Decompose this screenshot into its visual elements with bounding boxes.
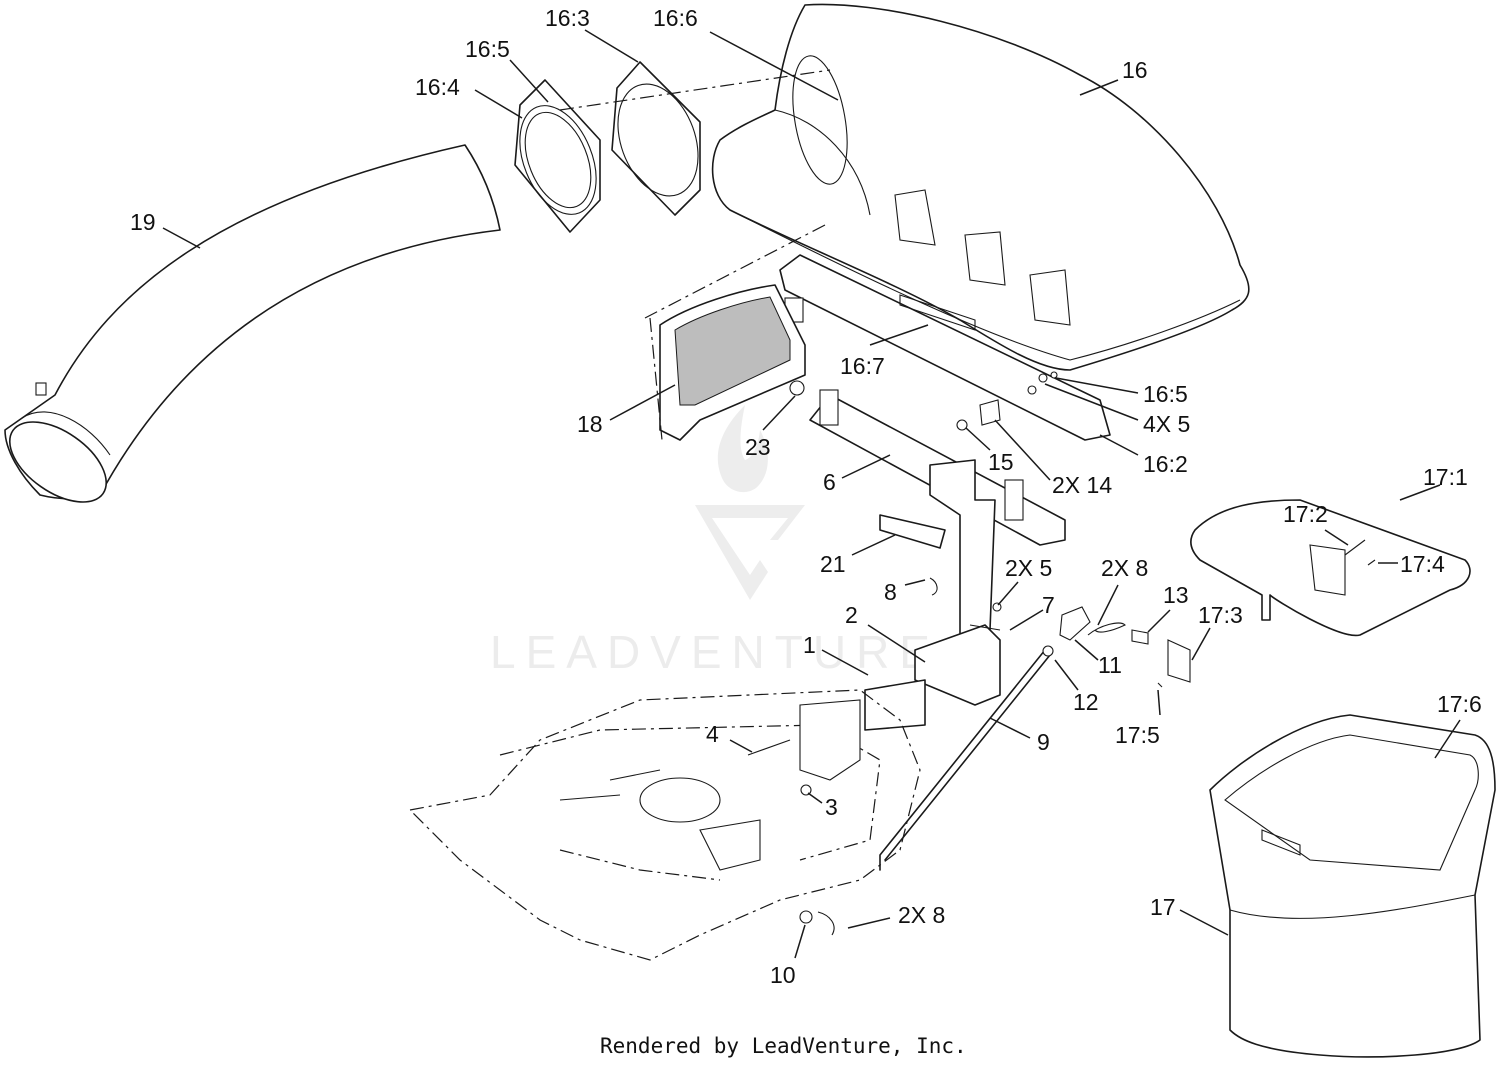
callout-11: 11 (1098, 652, 1122, 678)
callout-13: 13 (1163, 582, 1189, 608)
callout-4: 4 (706, 721, 719, 747)
callout-4x-5: 4X 5 (1143, 411, 1190, 437)
callout-7: 7 (1042, 592, 1055, 618)
hardware (747, 371, 1376, 936)
callout-2x-8-bottom: 2X 8 (898, 902, 945, 928)
callout-17-3: 17:3 (1198, 602, 1243, 628)
frame-bracket (864, 624, 1001, 731)
bin-wire-frame (1167, 499, 1471, 683)
gasket-16-4 (514, 79, 601, 233)
callout-19: 19 (130, 209, 156, 235)
discharge-tube (4, 144, 501, 503)
callout-2x-8-top: 2X 8 (1101, 555, 1148, 581)
callout-23: 23 (745, 434, 771, 460)
callout-12: 12 (1073, 689, 1099, 715)
callout-17: 17 (1150, 894, 1176, 920)
callout-16: 16 (1122, 57, 1148, 83)
collection-bin (1209, 714, 1496, 1058)
callout-15: 15 (988, 449, 1014, 475)
callout-17-6: 17:6 (1437, 691, 1482, 717)
hood (711, 3, 1250, 371)
callout-6: 6 (823, 469, 836, 495)
callout-16-4: 16:4 (415, 74, 460, 100)
leader-lines (162, 29, 1461, 959)
callout-17-4: 17:4 (1400, 551, 1445, 577)
screen-filter (659, 284, 806, 441)
callout-16-2: 16:2 (1143, 451, 1188, 477)
callout-8: 8 (884, 579, 897, 605)
flame-logo-icon (717, 405, 768, 493)
callout-2x-5: 2X 5 (1005, 555, 1052, 581)
callout-1: 1 (803, 632, 816, 658)
callout-2: 2 (845, 602, 858, 628)
callout-16-5-top: 16:5 (465, 36, 510, 62)
callout-16-6: 16:6 (653, 5, 698, 31)
callout-2x-14: 2X 14 (1052, 472, 1112, 498)
callout-17-2: 17:2 (1283, 501, 1328, 527)
callout-3: 3 (825, 794, 838, 820)
callout-9: 9 (1037, 729, 1050, 755)
main-bracket (809, 389, 1066, 636)
callout-16-5-right: 16:5 (1143, 381, 1188, 407)
footer-credit: Rendered by LeadVenture, Inc. (600, 1034, 967, 1058)
callout-16-3: 16:3 (545, 5, 590, 31)
callout-10: 10 (770, 962, 796, 988)
watermark-text: LEADVENTURE (490, 626, 940, 678)
callout-labels: 16:3 16:6 16:5 16:4 16 19 16:7 18 23 16:… (130, 5, 1482, 988)
callout-17-5: 17:5 (1115, 722, 1160, 748)
gasket-16-3 (611, 61, 701, 216)
mower-frame (408, 689, 921, 961)
callout-16-7: 16:7 (840, 353, 885, 379)
v-logo-icon (695, 505, 805, 600)
callout-17-1: 17:1 (1423, 464, 1468, 490)
callout-18: 18 (577, 411, 603, 437)
callout-21: 21 (820, 551, 846, 577)
